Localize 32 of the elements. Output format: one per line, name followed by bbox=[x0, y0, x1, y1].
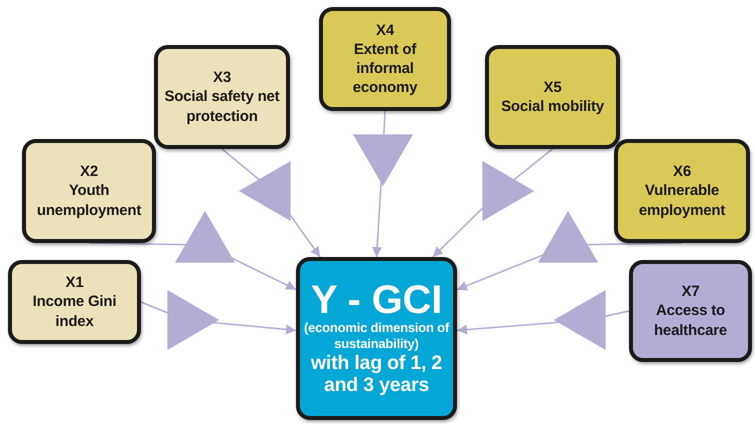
box-label: Social safety net protection bbox=[164, 87, 280, 126]
box-heading: X1 bbox=[66, 273, 84, 292]
box-label: Extent of informal economy bbox=[352, 40, 418, 98]
factor-box bbox=[154, 45, 290, 149]
box-label: (economic dimension of sustainability) bbox=[302, 320, 450, 352]
box-label: Vulnerable employment bbox=[638, 181, 726, 220]
box-label: Youth unemployment bbox=[36, 181, 142, 220]
box-heading: X3 bbox=[213, 68, 231, 88]
arrow bbox=[456, 290, 630, 350]
box-label: Income Gini index bbox=[32, 292, 118, 331]
box-label: Access to healthcare bbox=[652, 301, 728, 340]
box-heading: X2 bbox=[80, 162, 98, 182]
factor-box bbox=[629, 260, 752, 362]
box-heading: X5 bbox=[544, 78, 562, 97]
factor-box bbox=[22, 139, 156, 243]
target-box bbox=[296, 257, 457, 420]
factor-box bbox=[319, 7, 451, 111]
box-heading: X7 bbox=[682, 282, 700, 302]
factor-box bbox=[614, 139, 750, 243]
arrow bbox=[456, 211, 682, 290]
arrow bbox=[140, 290, 296, 350]
box-label: Social mobility bbox=[501, 97, 604, 116]
arrow bbox=[353, 110, 413, 258]
arrow bbox=[222, 148, 321, 258]
box-label: with lag of 1, 2 and 3 years bbox=[310, 352, 444, 397]
arrow bbox=[432, 148, 553, 258]
factor-box bbox=[8, 260, 141, 344]
box-heading: X6 bbox=[673, 162, 691, 182]
factor-box bbox=[485, 45, 620, 149]
arrow bbox=[88, 211, 296, 290]
box-heading: X4 bbox=[376, 20, 394, 40]
box-heading: Y - GCI bbox=[310, 280, 442, 320]
